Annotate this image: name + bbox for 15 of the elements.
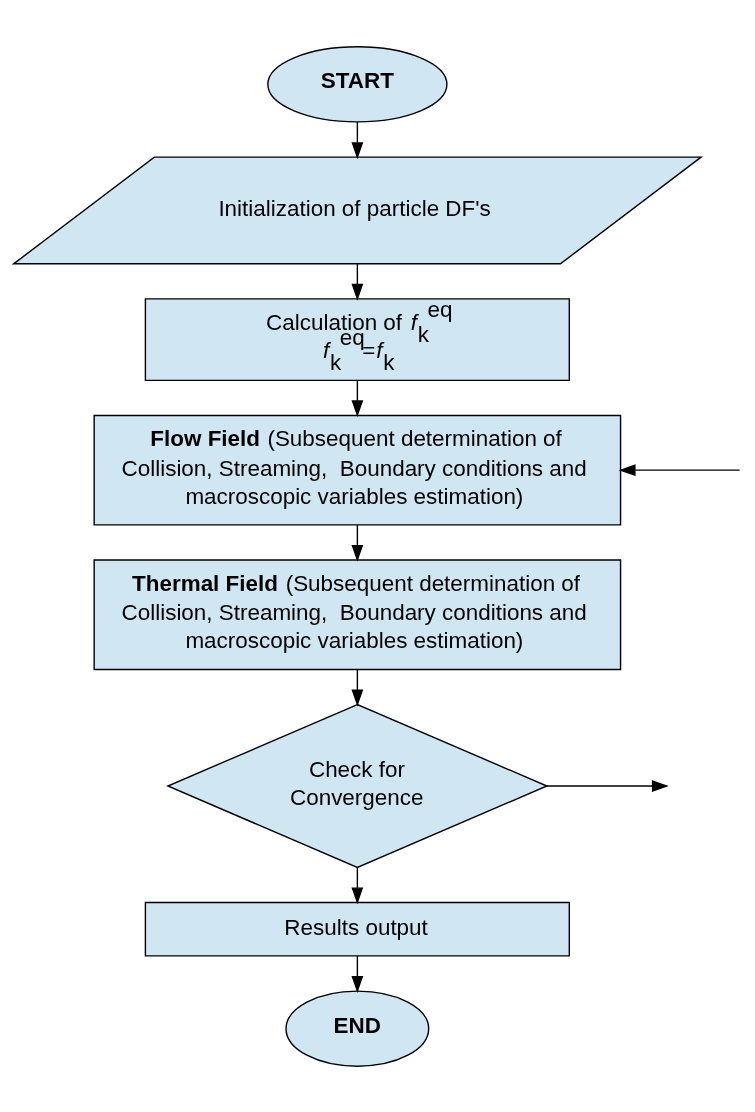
arrow [351, 866, 364, 904]
node-ellipse: START [267, 45, 448, 123]
node-box: Results output [144, 901, 571, 957]
arrow [351, 379, 364, 417]
node-box: Flow Field (Subsequent determination of Collision, Streaming, Boundary conditions and macroscopic variables estimation) [93, 414, 622, 526]
arrow [351, 262, 364, 301]
node-box: Thermal Field (Subsequent determination of Collision, Streaming, Boundary conditions and macroscopic variables estimation) [93, 558, 622, 670]
node-diamond: Check for Convergence [166, 703, 549, 868]
arrow [618, 463, 741, 476]
arrow [351, 120, 364, 159]
arrow [351, 954, 364, 993]
arrow [351, 668, 364, 706]
arrow [546, 779, 669, 792]
node-ellipse: END [285, 989, 430, 1067]
arrow [351, 523, 364, 562]
